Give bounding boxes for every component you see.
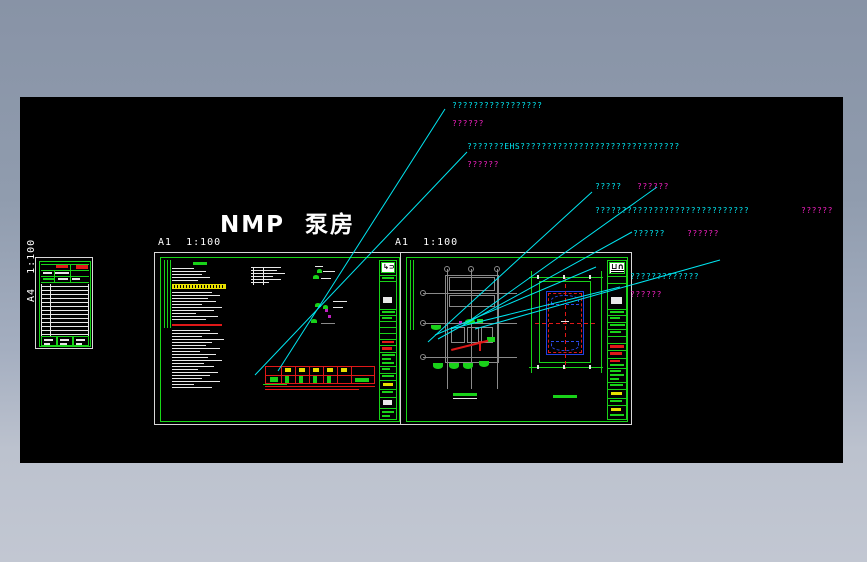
company-logo: ↳⊃: [381, 262, 395, 273]
annotation-a5-line2: ??????: [687, 229, 719, 238]
equipment-schedule-sheet[interactable]: [35, 257, 93, 349]
plan-sheet-border: [406, 257, 628, 422]
annotation-a2-line2: ??????: [467, 160, 499, 169]
company-logo: ⊔∩⊃: [609, 262, 625, 274]
sheet-label-plans: A1 1:100: [395, 237, 459, 248]
design-notes-sheet[interactable]: ↳⊃: [154, 252, 404, 425]
annotation-a1-line1: ?????????????????: [452, 101, 543, 110]
annotation-a6-line1: ?????????????: [630, 272, 700, 281]
annotation-a2-line1: ???????EHS??????????????????????????????: [467, 142, 680, 151]
annotation-a3-line1: ?????: [595, 182, 622, 191]
drawing-title: NMP 泵房: [220, 212, 356, 238]
floor-plan-sheet[interactable]: ⊔∩⊃: [400, 252, 632, 425]
schedule-sheet-border: [39, 261, 91, 347]
plan-title-block: [607, 260, 627, 420]
annotation-a4-line1: ?????????????????????????????: [595, 206, 750, 215]
notes-title-block: [379, 260, 397, 420]
drawing-canvas[interactable]: NMP 泵房 A4 1:100 A1 1:100 A1 1:100: [20, 97, 843, 463]
sheet-label-notes: A1 1:100: [158, 237, 222, 248]
annotation-a6-line2: ??????: [630, 290, 662, 299]
annotation-a3-line2: ??????: [637, 182, 669, 191]
annotation-a4-line2: ??????: [801, 206, 833, 215]
annotation-a5-line1: ??????: [633, 229, 665, 238]
annotation-a1-line2: ??????: [452, 119, 484, 128]
